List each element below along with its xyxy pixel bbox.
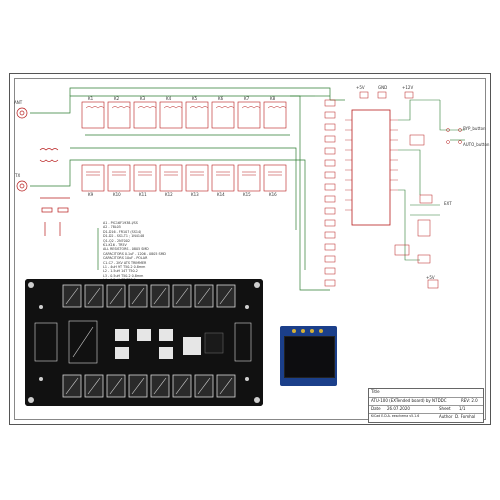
relay-label: K16 xyxy=(269,192,277,197)
bom-line: CAPACITORS 0.1uF - 1206 - 0805 SMD xyxy=(103,251,166,256)
file-label: KiCad E.D.A. eeschema v5.1.6 xyxy=(371,414,420,418)
ant-label: ANT xyxy=(14,100,23,105)
power-label: +12V xyxy=(402,85,414,90)
bom-line: L1 - 4uH 9T T50-2 0.8mm xyxy=(103,265,146,270)
pcb-photo xyxy=(25,279,263,406)
relay-label: K12 xyxy=(165,192,173,197)
pcb-artwork xyxy=(25,279,263,406)
relay-label: K11 xyxy=(139,192,147,197)
title-label: Title xyxy=(371,389,380,394)
relay-label: K7 xyxy=(244,96,250,101)
ext-label: EXT xyxy=(444,201,452,206)
bom-line: C1-C7 - 2KV ATS TRIMMER xyxy=(103,260,147,265)
relay-label: K9 xyxy=(88,192,94,197)
bom-line: Q1-Q2 - 2N7002 xyxy=(103,238,130,243)
power-label: GND xyxy=(378,85,388,90)
date-label: Date xyxy=(371,406,381,411)
bom-line: D1-D16 - FR107 (SS14) xyxy=(103,229,142,234)
bom-line: K1-K16 - TR5V xyxy=(103,243,127,248)
bom-line: L3 - 0.5uH T50-2 0.8mm xyxy=(103,273,144,278)
relay-label: K13 xyxy=(191,192,199,197)
title-block-row xyxy=(369,389,483,398)
sheet-value: 1/1 xyxy=(459,406,466,411)
relay-label: K14 xyxy=(217,192,225,197)
title-block: Title ATU-100 (EXTended board) by N7DDC … xyxy=(368,388,484,423)
revision: REV: 2.0 xyxy=(461,398,478,403)
bom-line: ALL RESISTORS - 0805 SMD xyxy=(103,247,149,252)
relay-label: K6 xyxy=(218,96,224,101)
bom-line: D1-D2 - SS1-T1 ; 1N4148 xyxy=(103,234,145,239)
sheet-label: Sheet xyxy=(439,406,451,411)
oled-display-module xyxy=(280,326,337,386)
power-label: +5V xyxy=(426,275,435,280)
relay-label: K5 xyxy=(192,96,198,101)
relay-label: K1 xyxy=(88,96,94,101)
relay-label: K8 xyxy=(270,96,276,101)
oled-screen xyxy=(284,336,335,378)
power-label: +5V xyxy=(356,85,365,90)
relay-label: K4 xyxy=(166,96,172,101)
bom-line: L2 - 1.5uH 14T T50-2 xyxy=(103,269,138,274)
tx-label: TX xyxy=(15,173,21,178)
drawing-title: ATU-100 (EXTended board) by N7DDC xyxy=(371,398,447,403)
title-block-row xyxy=(369,405,483,414)
mcu-chip xyxy=(351,109,391,226)
date-value: 26.07.2020 xyxy=(387,406,410,411)
relay-label: K3 xyxy=(140,96,146,101)
relay-label: K2 xyxy=(114,96,120,101)
bypass-button-label: BYP_button xyxy=(463,126,486,131)
sheet-border xyxy=(14,78,486,420)
bom-line: A1 - PIC16F1938-I/SS xyxy=(103,221,138,225)
relay-label: K15 xyxy=(243,192,251,197)
author-label: Author xyxy=(439,414,453,419)
title-block-row xyxy=(369,397,483,406)
oled-header-pins xyxy=(292,329,323,333)
auto-button-label: AUTO_button xyxy=(463,142,490,147)
bom-line: CAPACITORS 10uF - POLAR xyxy=(103,256,148,261)
bom-line: A2 - 78L05 xyxy=(103,225,121,230)
author-value: D. Fomhal xyxy=(455,414,476,419)
relay-label: K10 xyxy=(113,192,121,197)
